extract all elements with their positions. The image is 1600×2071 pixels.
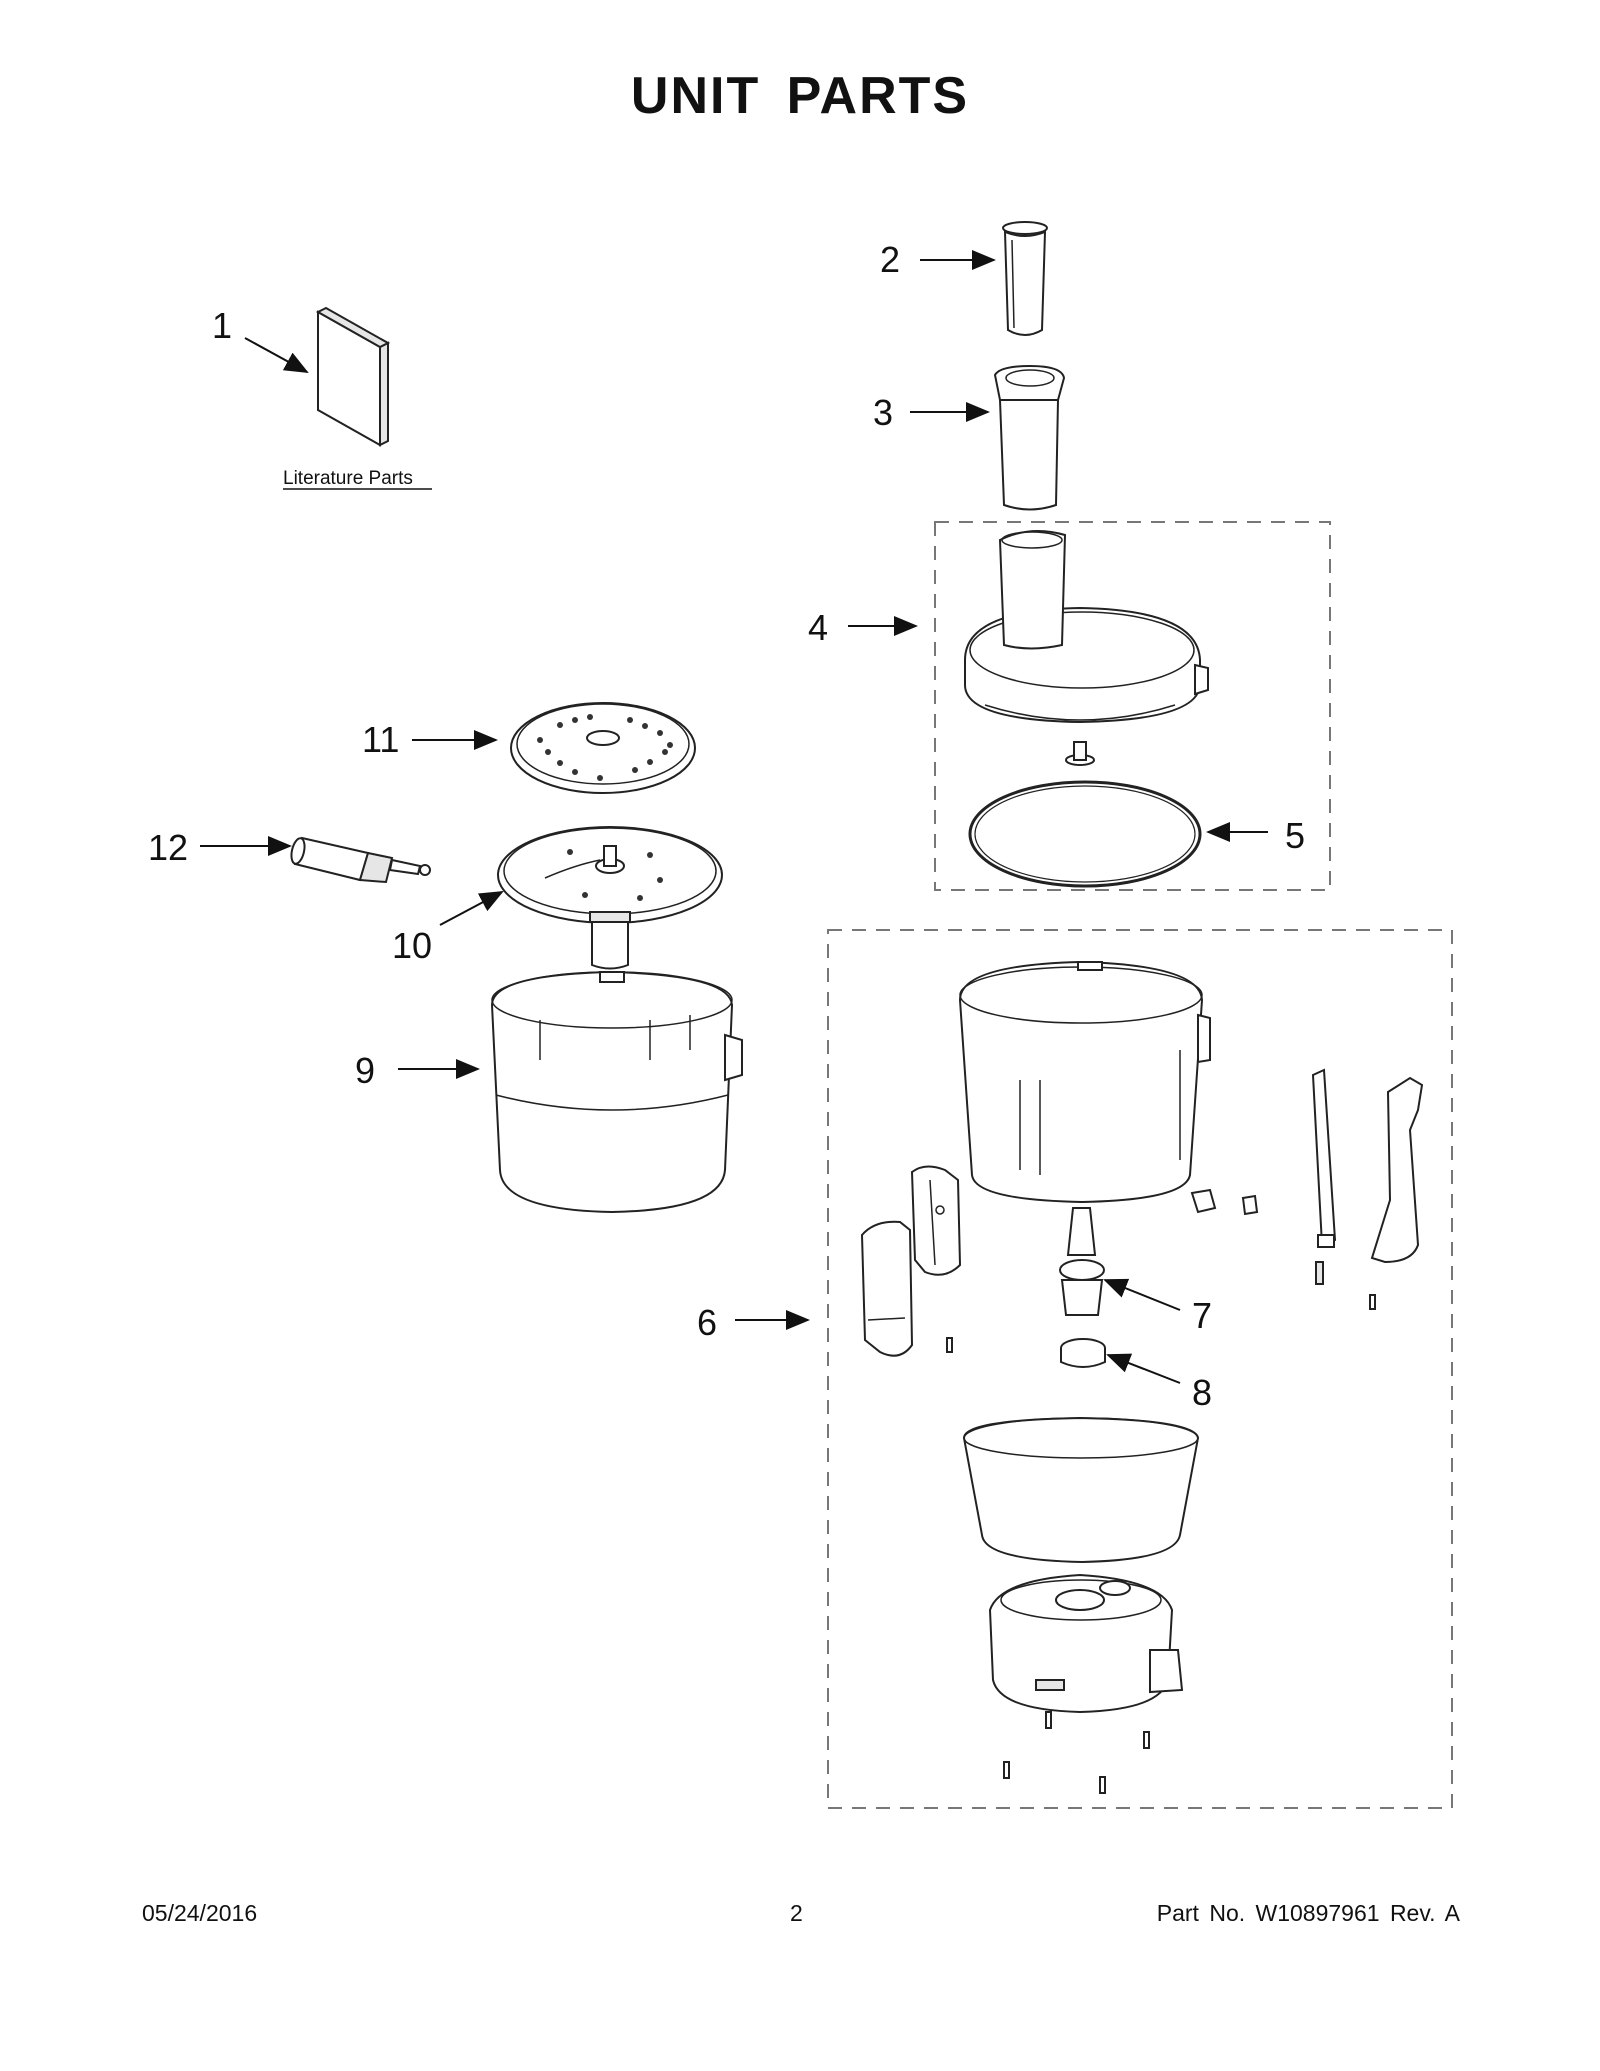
callout-6: 6	[697, 1302, 717, 1343]
large-food-pusher	[993, 364, 1066, 511]
drive-adapter	[1059, 1207, 1105, 1316]
drive-coupler	[1060, 1338, 1106, 1368]
cover-screw	[1369, 1294, 1376, 1310]
callout-8: 8	[1192, 1372, 1212, 1413]
callout-4: 4	[808, 607, 828, 648]
callout-12: 12	[148, 827, 188, 868]
lid-drive-coupler	[1065, 741, 1095, 766]
callout-3: 3	[873, 392, 893, 433]
small-food-pusher	[1002, 221, 1048, 336]
page-title: UNIT PARTS	[630, 67, 970, 125]
literature-parts-label: Literature Parts	[283, 468, 413, 489]
shredding-disc	[510, 702, 696, 794]
callout-7: 7	[1192, 1295, 1212, 1336]
interlock-rod	[1311, 1068, 1337, 1285]
latch-parts	[1190, 1188, 1259, 1216]
lid-gasket	[968, 780, 1202, 888]
slicing-disc	[497, 826, 723, 970]
footer-page-number: 2	[790, 1900, 803, 1926]
callout-10: 10	[392, 925, 432, 966]
callout-5: 5	[1285, 815, 1305, 856]
bowl-handle-inner	[910, 1165, 962, 1276]
motor-base	[988, 1573, 1184, 1714]
adjustment-shaft	[290, 836, 431, 884]
bowl-handle-cover	[860, 1220, 914, 1357]
work-bowl-lid	[964, 530, 1209, 724]
work-bowl	[490, 970, 743, 1214]
base-housing-ring	[962, 1416, 1200, 1564]
callout-2: 2	[880, 239, 900, 280]
callout-11: 11	[362, 719, 399, 760]
assembly-box-base	[827, 929, 1453, 1809]
handle-screw	[946, 1337, 953, 1353]
footer-date: 05/24/2016	[142, 1900, 258, 1926]
large-work-bowl	[958, 960, 1211, 1204]
callout-1: 1	[212, 305, 232, 346]
literature-booklet	[315, 306, 391, 447]
interlock-cover	[1370, 1076, 1424, 1264]
base-screws	[1003, 1711, 1150, 1794]
assembly-box-lid	[934, 521, 1331, 891]
callout-9: 9	[355, 1050, 375, 1091]
footer-part-number: Part No. W10897961 Rev. A	[1156, 1900, 1460, 1926]
